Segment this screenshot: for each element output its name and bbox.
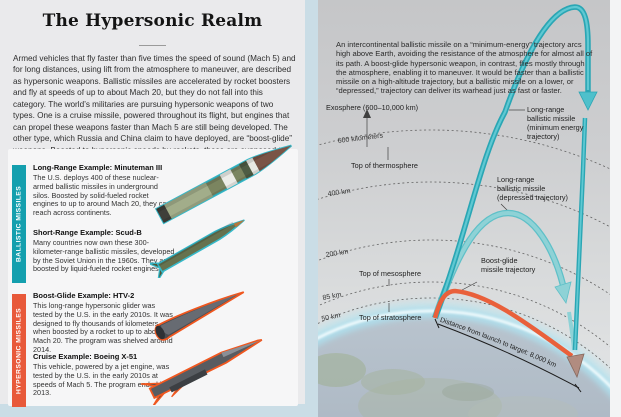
title-divider bbox=[139, 45, 166, 46]
trajectory-diagram: 600 kilometers 400 km 200 km 85 km 50 km bbox=[318, 4, 610, 417]
distance-end-tick bbox=[574, 383, 582, 393]
ballistic-missiles-category-bar: BALLISTIC MISSILES bbox=[12, 165, 26, 283]
section-scud: Short-Range Example: Scud-B Many countri… bbox=[33, 228, 176, 274]
boost-glide-trajectory-label: Boost-glide missile trajectory bbox=[481, 256, 536, 274]
ring-50km bbox=[318, 297, 610, 369]
min-energy-descent-highlight bbox=[574, 117, 586, 351]
hypersonic-missiles-category-bar: HYPERSONIC MISSILES bbox=[12, 294, 26, 407]
section-x51: Cruise Example: Boeing X-51 This vehicle… bbox=[33, 352, 176, 398]
section-body: The U.S. deploys 400 of these nuclear-ar… bbox=[33, 173, 171, 218]
diagram-intro-paragraph: An intercontinental ballistic missile on… bbox=[336, 40, 593, 96]
min-energy-mid-arrowhead bbox=[578, 91, 598, 111]
trajectory-diagram-panel: 600 kilometers 400 km 200 km 85 km 50 km bbox=[318, 0, 610, 417]
section-heading: Cruise Example: Boeing X-51 bbox=[33, 352, 138, 361]
distance-line bbox=[437, 323, 580, 389]
section-minuteman: Long-Range Example: Minuteman III The U.… bbox=[33, 163, 176, 218]
pointer-lines bbox=[366, 109, 525, 312]
section-heading: Short-Range Example: Scud-B bbox=[33, 228, 142, 237]
boost-glide-trajectory bbox=[432, 288, 574, 358]
section-body: Many countries now own these 300-kilomet… bbox=[33, 238, 175, 274]
boost-glide-pointer-line bbox=[461, 281, 478, 291]
altitude-label-50km: 50 km bbox=[321, 312, 341, 323]
section-heading: Long-Range Example: Minuteman III bbox=[33, 163, 163, 172]
altitude-label-85km: 85 km bbox=[322, 291, 342, 302]
altitude-rings bbox=[318, 129, 610, 369]
depressed-mid-arrowhead bbox=[554, 281, 572, 304]
thermosphere-label: Top of thermosphere bbox=[351, 161, 418, 170]
hypersonic-missiles-label: HYPERSONIC MISSILES bbox=[15, 307, 23, 394]
depressed-trajectory-label: Long-range ballistic missile (depressed … bbox=[497, 175, 568, 202]
section-heading: Boost-Glide Example: HTV-2 bbox=[33, 291, 135, 300]
left-panel-card: The Hypersonic Realm Armed vehicles that… bbox=[0, 0, 305, 407]
mesosphere-label: Top of mesosphere bbox=[359, 269, 422, 278]
atmosphere-glow-core bbox=[318, 309, 610, 389]
ring-400km bbox=[318, 181, 610, 228]
section-body: This vehicle, powered by a jet engine, w… bbox=[33, 362, 170, 398]
ballistic-missiles-label: BALLISTIC MISSILES bbox=[15, 185, 23, 263]
stratosphere-label: Top of stratosphere bbox=[359, 313, 422, 322]
altitude-label-400km: 400 km bbox=[327, 188, 351, 198]
exosphere-arrowhead bbox=[363, 109, 371, 118]
section-htv2: Boost-Glide Example: HTV-2 This long-ran… bbox=[33, 291, 176, 355]
section-body: This long-range hypersonic glider was te… bbox=[33, 301, 173, 354]
altitude-label-200km: 200 km bbox=[325, 248, 349, 259]
distance-start-tick bbox=[434, 318, 440, 329]
exosphere-label: Exosphere (600–10,000 km) bbox=[326, 103, 419, 112]
min-energy-trajectory-label: Long-range ballistic missile (minimum en… bbox=[527, 105, 584, 141]
target-arrowhead bbox=[566, 353, 585, 379]
right-margin-strip bbox=[610, 0, 621, 417]
atmosphere-haze bbox=[318, 299, 610, 386]
page-title: The Hypersonic Realm bbox=[42, 11, 263, 31]
altitude-label-600km: 600 kilometers bbox=[337, 132, 384, 145]
min-energy-trajectory-highlight bbox=[433, 5, 590, 319]
earth-landmasses bbox=[318, 353, 578, 417]
